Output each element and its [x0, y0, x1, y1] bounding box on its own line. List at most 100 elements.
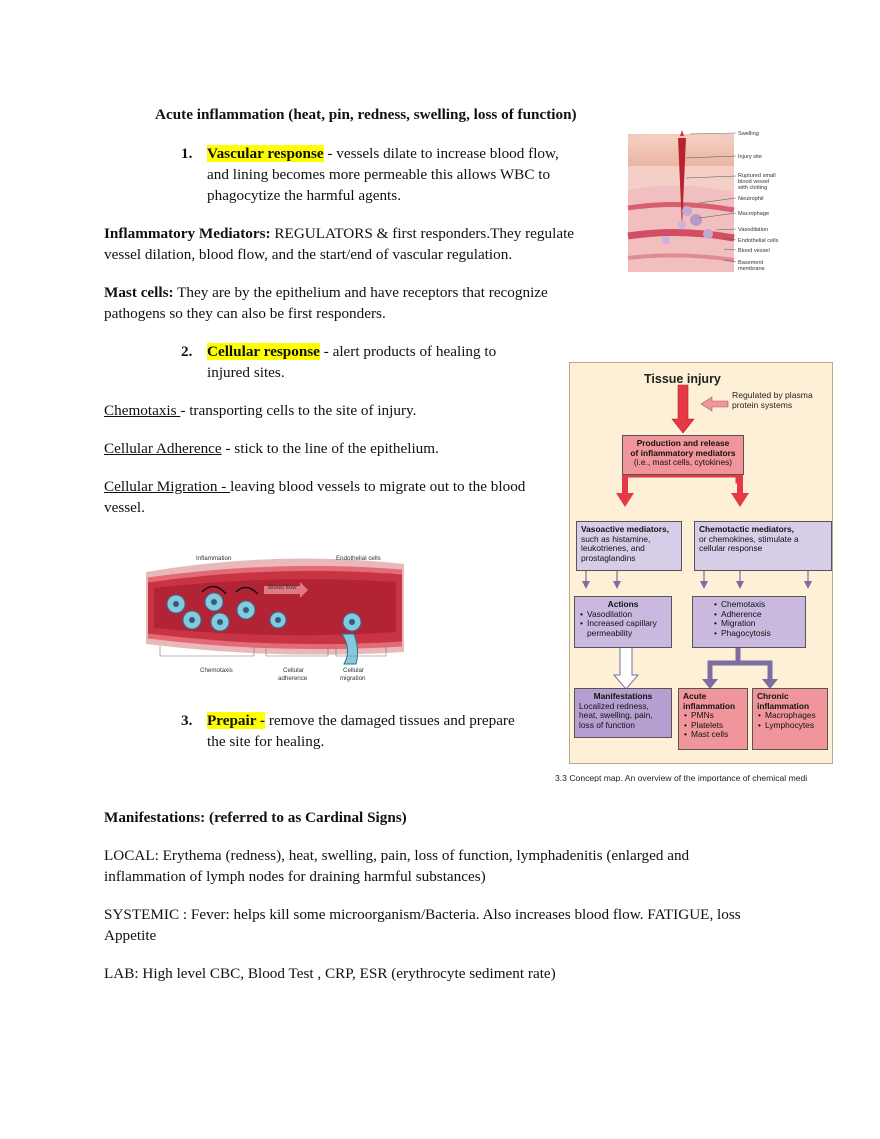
paragraph-adherence: Cellular Adherence - stick to the line o… [104, 438, 439, 459]
section-heading: Acute inflammation (heat, pin, redness, … [155, 106, 577, 123]
list-item: Platelets [684, 720, 743, 731]
box-title: Acute inflammation [683, 691, 736, 711]
list-item: Migration [714, 619, 801, 629]
manifestations-box: Manifestations Localized redness, heat, … [574, 688, 672, 738]
label-blood-vessel: Blood vessel [738, 248, 770, 254]
paragraph-systemic: SYSTEMIC : Fever: helps kill some microo… [104, 904, 824, 946]
list-item: PMNs [684, 711, 743, 721]
paragraph-mediators: Inflammatory Mediators: REGULATORS & fir… [104, 223, 604, 265]
production-text: (i.e., mast cells, cytokines) [633, 457, 733, 468]
label-ruptured-vessel: Ruptured small [738, 173, 776, 179]
list-number: 2. [181, 343, 193, 360]
term-label: Inflammatory Mediators: [104, 225, 271, 242]
concept-map-figure: Tissue injury Regulated by plasma protei… [569, 362, 833, 764]
term-label: Cellular Migration - [104, 478, 231, 495]
box-title: Manifestations [593, 691, 653, 701]
chronic-inflammation-box: Chronic inflammation Macrophages Lymphoc… [752, 688, 828, 750]
label-basement-membrane: Basement [738, 260, 764, 266]
list-item-vascular-response: Vascular response - vessels dilate to in… [207, 143, 587, 206]
term-label: Chemotaxis [104, 402, 181, 419]
actions-box: Actions Vasodilation Increased capillary… [574, 596, 672, 648]
list-item: Vasodilation [580, 609, 667, 620]
label-basement-membrane: membrane [738, 266, 765, 272]
list-item: Phagocytosis [714, 628, 801, 639]
box-text: or chemokines, stimulate a cellular resp… [699, 533, 799, 554]
paragraph-lab: LAB: High level CBC, Blood Test , CRP, E… [104, 965, 556, 982]
label-ruptured-vessel: with clotting [737, 185, 767, 191]
list-item-text: injured sites. [207, 364, 285, 381]
list-item: Chemotaxis [714, 599, 801, 610]
list-number: 1. [181, 145, 193, 162]
label-inflammation: Inflammation [196, 555, 232, 562]
paragraph-text: vessel. [104, 499, 145, 516]
paragraph-chemotaxis: Chemotaxis - transporting cells to the s… [104, 400, 416, 421]
manifestations-heading: Manifestations: (referred to as Cardinal… [104, 809, 407, 826]
box-title: Chronic inflammation [757, 691, 810, 711]
cellular-actions-box: Chemotaxis Adherence Migration Phagocyto… [692, 596, 806, 648]
box-title: Chemotactic mediators, [699, 524, 794, 534]
list-item-cellular-response: Cellular response - alert products of he… [207, 341, 547, 383]
paragraph-text: Appetite [104, 927, 157, 944]
paragraph-local: LOCAL: Erythema (redness), heat, swellin… [104, 845, 804, 887]
label-cellular-adherence: Cellular [283, 667, 304, 674]
list-item-text: phagocytize the harmful agents. [207, 187, 401, 204]
label-endothelial-cells: Endothelial cells [738, 238, 779, 244]
term-label: Cellular Adherence [104, 440, 222, 457]
list-item: Macrophages [758, 711, 823, 721]
label-vasodilation: Vasodilation [738, 227, 768, 233]
list-item-text: and lining becomes more permeable this a… [207, 166, 551, 183]
list-item-prepair: Prepair - remove the damaged tissues and… [207, 710, 547, 752]
paragraph-text: REGULATORS & first responders.They regul… [270, 225, 575, 242]
paragraph-text: leaving blood vessels to migrate out to … [230, 478, 526, 495]
highlighted-term: Cellular response [207, 343, 320, 360]
box-text: such as histamine, leukotrienes, and pro… [581, 533, 651, 563]
box-title: Vasoactive mediators, [581, 524, 669, 534]
paragraph-text: - stick to the line of the epithelium. [221, 440, 439, 457]
paragraph-text: vessel dilation, blood flow, and the sta… [104, 246, 513, 263]
paragraph-text: SYSTEMIC : Fever: helps kill some microo… [104, 906, 741, 923]
label-ruptured-vessel: blood vessel [738, 179, 769, 185]
list-item: Adherence [714, 609, 801, 620]
label-injury-site: Injury site [738, 154, 762, 160]
label-cellular-migration: Cellular [343, 667, 364, 674]
paragraph-text: pathogens so they can also be first resp… [104, 305, 386, 322]
list-item-text: - alert products of healing to [319, 343, 497, 360]
box-title: Actions [607, 599, 639, 609]
paragraph-text: LOCAL: Erythema (redness), heat, swellin… [104, 847, 690, 864]
chemotactic-box: Chemotactic mediators, or chemokines, st… [694, 521, 832, 571]
list-item: Increased capillary permeability [580, 618, 667, 638]
production-text: Production and release [636, 438, 730, 448]
production-text: of inflammatory mediators [630, 447, 736, 458]
label-blood-flow: Blood flow [268, 584, 297, 591]
vasoactive-box: Vasoactive mediators, such as histamine,… [576, 521, 682, 571]
highlighted-term: Prepair - [207, 712, 266, 729]
list-item-text: the site for healing. [207, 733, 325, 750]
list-item-text: remove the damaged tissues and prepare [265, 712, 515, 729]
list-number: 3. [181, 712, 193, 729]
paragraph-text: - transporting cells to the site of inju… [180, 402, 417, 419]
box-text: Localized redness, heat, swelling, pain,… [579, 700, 653, 730]
blood-vessel-illustration: Inflammation Endothelial cells Blood flo… [146, 555, 404, 682]
label-neutrophil: Neutrophil [738, 196, 764, 202]
acute-inflammation-box: Acute inflammation PMNs Platelets Mast c… [678, 688, 748, 750]
label-cellular-migration: migration [340, 675, 366, 682]
list-item-text: - vessels dilate to increase blood flow, [323, 145, 559, 162]
regulated-note: Regulated by plasma protein systems [732, 390, 828, 410]
paragraph-migration: Cellular Migration - leaving blood vesse… [104, 476, 554, 518]
figure-caption: 3.3 Concept map. An overview of the impo… [555, 773, 808, 782]
production-box: Production and release of inflammatory m… [622, 435, 744, 475]
list-item: Lymphocytes [758, 720, 823, 731]
list-item: Mast cells [684, 730, 743, 740]
label-endothelial-cells: Endothelial cells [336, 555, 381, 562]
regulated-text: Regulated by plasma [732, 390, 813, 400]
label-swelling: Swelling [738, 131, 759, 137]
paragraph-text: They are by the epithelium and have rece… [173, 284, 548, 301]
concept-map-title: Tissue injury [644, 372, 721, 386]
paragraph-text: inflammation of lymph nodes for draining… [104, 868, 486, 885]
label-macrophage: Macrophage [738, 211, 769, 217]
paragraph-mast-cells: Mast cells: They are by the epithelium a… [104, 282, 584, 324]
regulated-text: protein systems [732, 400, 793, 410]
label-cellular-adherence: adherence [278, 675, 308, 682]
skin-injury-illustration: Swelling Injury site Ruptured small bloo… [627, 130, 779, 272]
label-chemotaxis: Chemotaxis [200, 667, 233, 674]
